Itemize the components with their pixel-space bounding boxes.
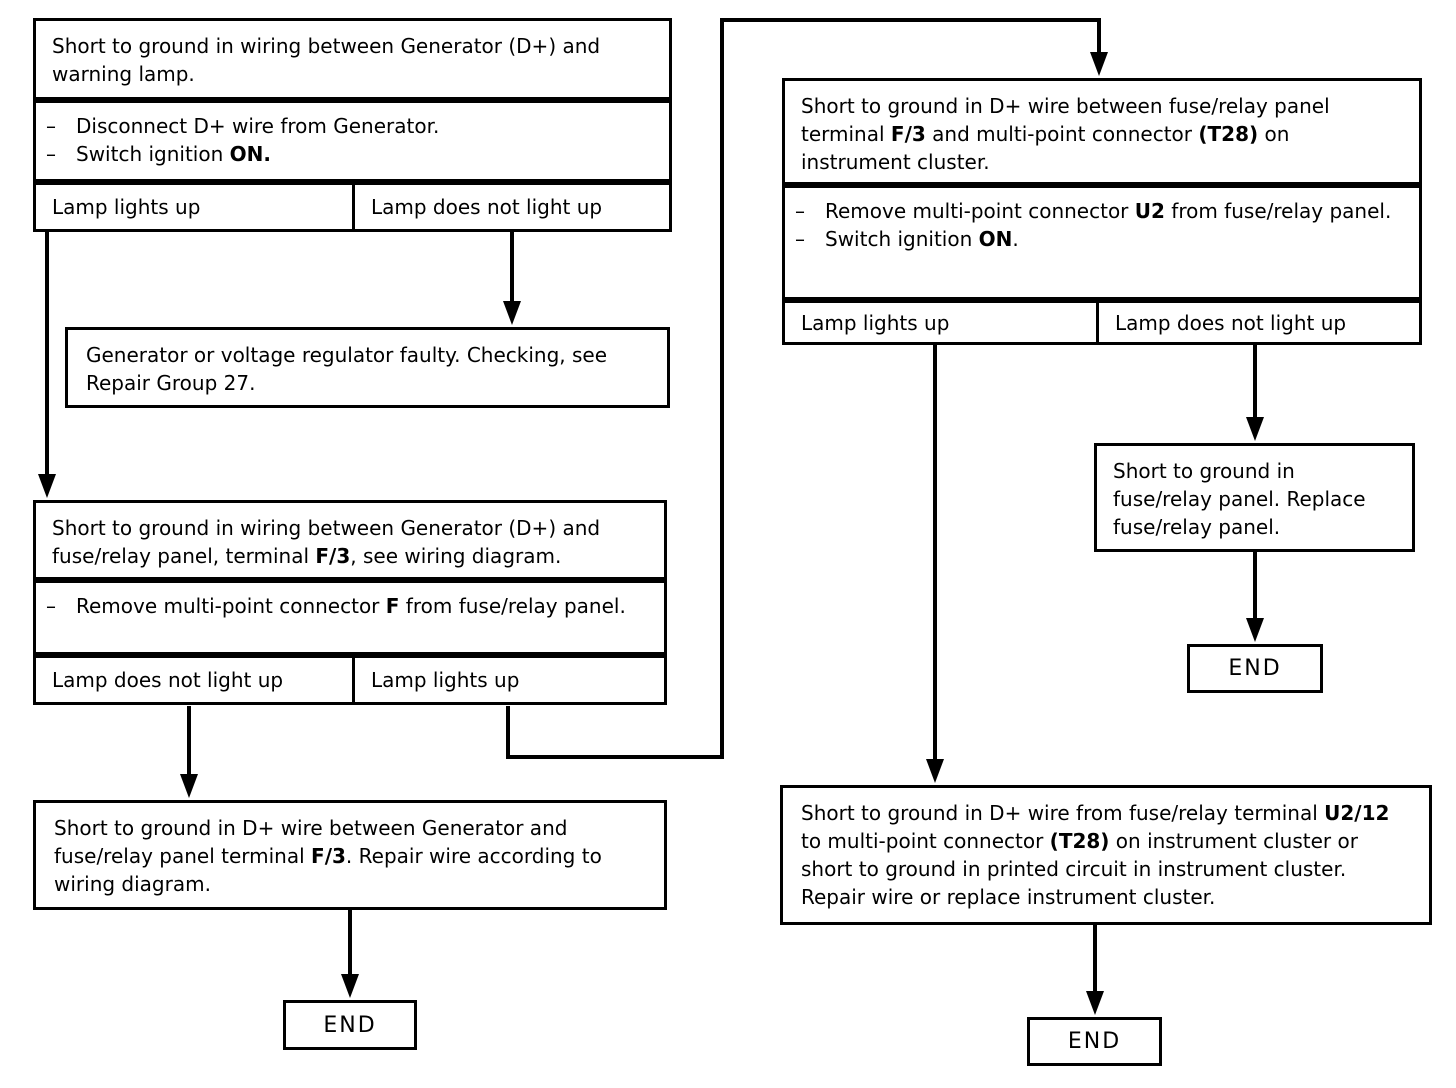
arrowhead [38,474,56,498]
end-node-right: END [1027,1017,1162,1066]
dash-marker: – [46,142,56,166]
node-results: Lamp does not light up Lamp lights up [33,655,667,705]
test-step: – Remove multi-point connector U2 from f… [795,199,1392,223]
node-replace-fuse-relay-panel: Short to ground in fuse/relay panel. Rep… [1094,443,1415,552]
node-repair-wire-u212-t28: Short to ground in D+ wire from fuse/rel… [780,785,1432,925]
node-repair-wire-generator-f3: Short to ground in D+ wire between Gener… [33,800,667,910]
arrowhead [1090,52,1108,76]
test-step: – Remove multi-point connector F from fu… [46,594,626,618]
node-title: Short to ground in D+ wire between fuse/… [782,78,1422,185]
node-short-to-ground-fuse-relay-f3: Short to ground in wiring between Genera… [33,500,667,705]
result-lamp-lights-up: Lamp lights up [785,303,1099,342]
test-step: – Switch ignition ON. [46,142,271,166]
result-lamp-does-not-light-up: Lamp does not light up [36,658,355,702]
arrowhead [926,759,944,783]
node-test-steps: – Disconnect D+ wire from Generator. – S… [33,100,672,182]
node-short-to-ground-warning-lamp: Short to ground in wiring between Genera… [33,18,672,232]
arrowhead [503,301,521,325]
result-lamp-lights-up: Lamp lights up [36,185,355,229]
arrowhead [1246,417,1264,441]
node-generator-regulator-faulty: Generator or voltage regulator faulty. C… [65,327,670,408]
end-node-left: END [283,1000,417,1050]
node-title: Short to ground in wiring between Genera… [33,500,667,580]
node-results: Lamp lights up Lamp does not light up [33,182,672,232]
arrowhead [1246,618,1264,642]
arrowhead [180,774,198,798]
node-results: Lamp lights up Lamp does not light up [782,300,1422,345]
arrowhead [1086,991,1104,1015]
result-lamp-does-not-light-up: Lamp does not light up [371,195,603,219]
result-lamp-does-not-light-up: Lamp does not light up [1115,310,1347,335]
node-test-steps: – Remove multi-point connector F from fu… [33,580,667,655]
dash-marker: – [795,227,805,251]
connector-n3-lights-to-r1 [506,18,1101,759]
dash-marker: – [46,114,56,138]
arrowhead [341,974,359,998]
dash-marker: – [46,594,56,618]
node-title: Short to ground in wiring between Genera… [33,18,672,100]
test-step: – Switch ignition ON. [795,227,1019,251]
result-lamp-lights-up: Lamp lights up [371,668,520,692]
test-step: – Disconnect D+ wire from Generator. [46,114,440,138]
node-test-steps: – Remove multi-point connector U2 from f… [782,185,1422,300]
end-node-middle: END [1187,644,1323,693]
dash-marker: – [795,199,805,223]
node-short-to-ground-f3-t28: Short to ground in D+ wire between fuse/… [782,78,1422,345]
